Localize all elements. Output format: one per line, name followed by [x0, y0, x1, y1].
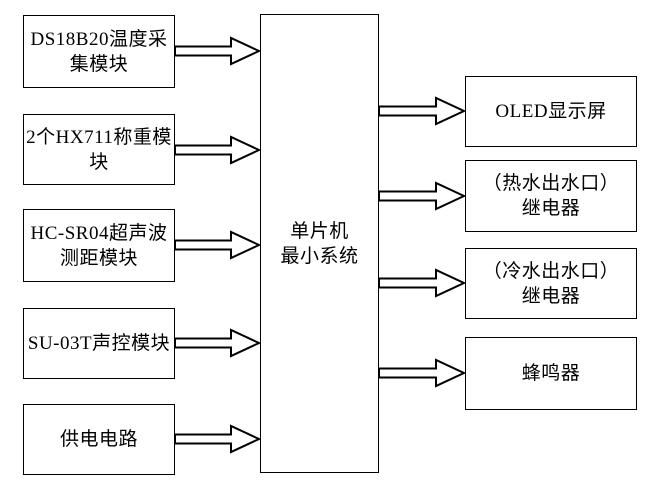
block-voice-control-module: SU-03T声控模块: [23, 308, 175, 379]
block-label: 2个HX711称重模 块: [26, 126, 172, 173]
block-label: 供电电路: [59, 429, 138, 450]
arrow-weight-to-mcu-icon: [175, 135, 260, 165]
block-label: （冷水出水口） 继电器: [482, 260, 620, 307]
block-label: 蜂鸣器: [521, 363, 581, 384]
block-label: DS18B20温度采 集模块: [30, 28, 168, 75]
arrow-voice-to-mcu-icon: [175, 328, 260, 358]
block-buzzer: 蜂鸣器: [465, 337, 637, 410]
arrow-power-to-mcu-icon: [175, 424, 260, 454]
block-oled-display: OLED显示屏: [465, 76, 637, 147]
block-label: OLED显示屏: [495, 101, 607, 122]
block-label: SU-03T声控模块: [27, 333, 171, 354]
block-ultrasonic-module: HC-SR04超声波 测距模块: [23, 209, 175, 282]
arrow-mcu-to-oled-icon: [379, 96, 465, 126]
arrow-mcu-to-hot-relay-icon: [379, 181, 465, 211]
block-power-circuit: 供电电路: [23, 404, 175, 475]
block-label: HC-SR04超声波 测距模块: [30, 222, 168, 269]
block-weight-module: 2个HX711称重模 块: [23, 114, 175, 185]
block-cold-water-relay: （冷水出水口） 继电器: [465, 248, 637, 319]
block-temp-sensor-module: DS18B20温度采 集模块: [23, 15, 175, 88]
block-label: 单片机 最小系统: [280, 220, 359, 267]
arrow-temp-to-mcu-icon: [175, 36, 260, 66]
block-label: （热水出水口） 继电器: [482, 173, 620, 219]
arrow-mcu-to-cold-relay-icon: [379, 268, 465, 298]
block-mcu-minimal-system: 单片机 最小系统: [260, 14, 379, 473]
arrow-ultrasonic-to-mcu-icon: [175, 230, 260, 260]
arrow-mcu-to-buzzer-icon: [379, 358, 465, 388]
block-hot-water-relay: （热水出水口） 继电器: [465, 160, 637, 232]
